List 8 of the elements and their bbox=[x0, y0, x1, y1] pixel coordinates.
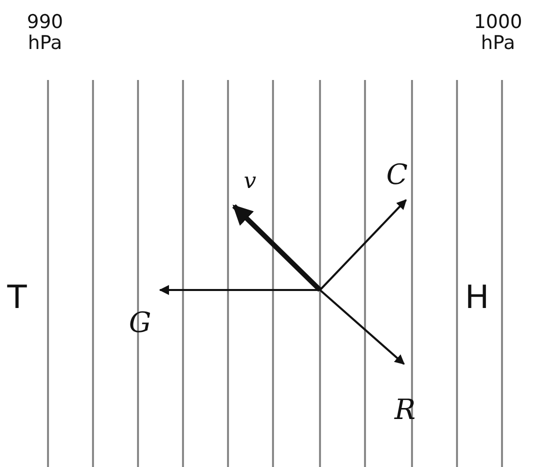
diagram-label: C bbox=[385, 160, 409, 191]
diagram-label: T bbox=[6, 280, 28, 316]
diagram-label: G bbox=[128, 308, 152, 339]
diagram-label: v bbox=[242, 170, 258, 194]
diagram-label: 990 hPa bbox=[26, 12, 64, 54]
diagram-label: R bbox=[393, 395, 417, 426]
diagram-label: 1000 hPa bbox=[472, 12, 524, 54]
diagram-label: H bbox=[464, 280, 490, 316]
